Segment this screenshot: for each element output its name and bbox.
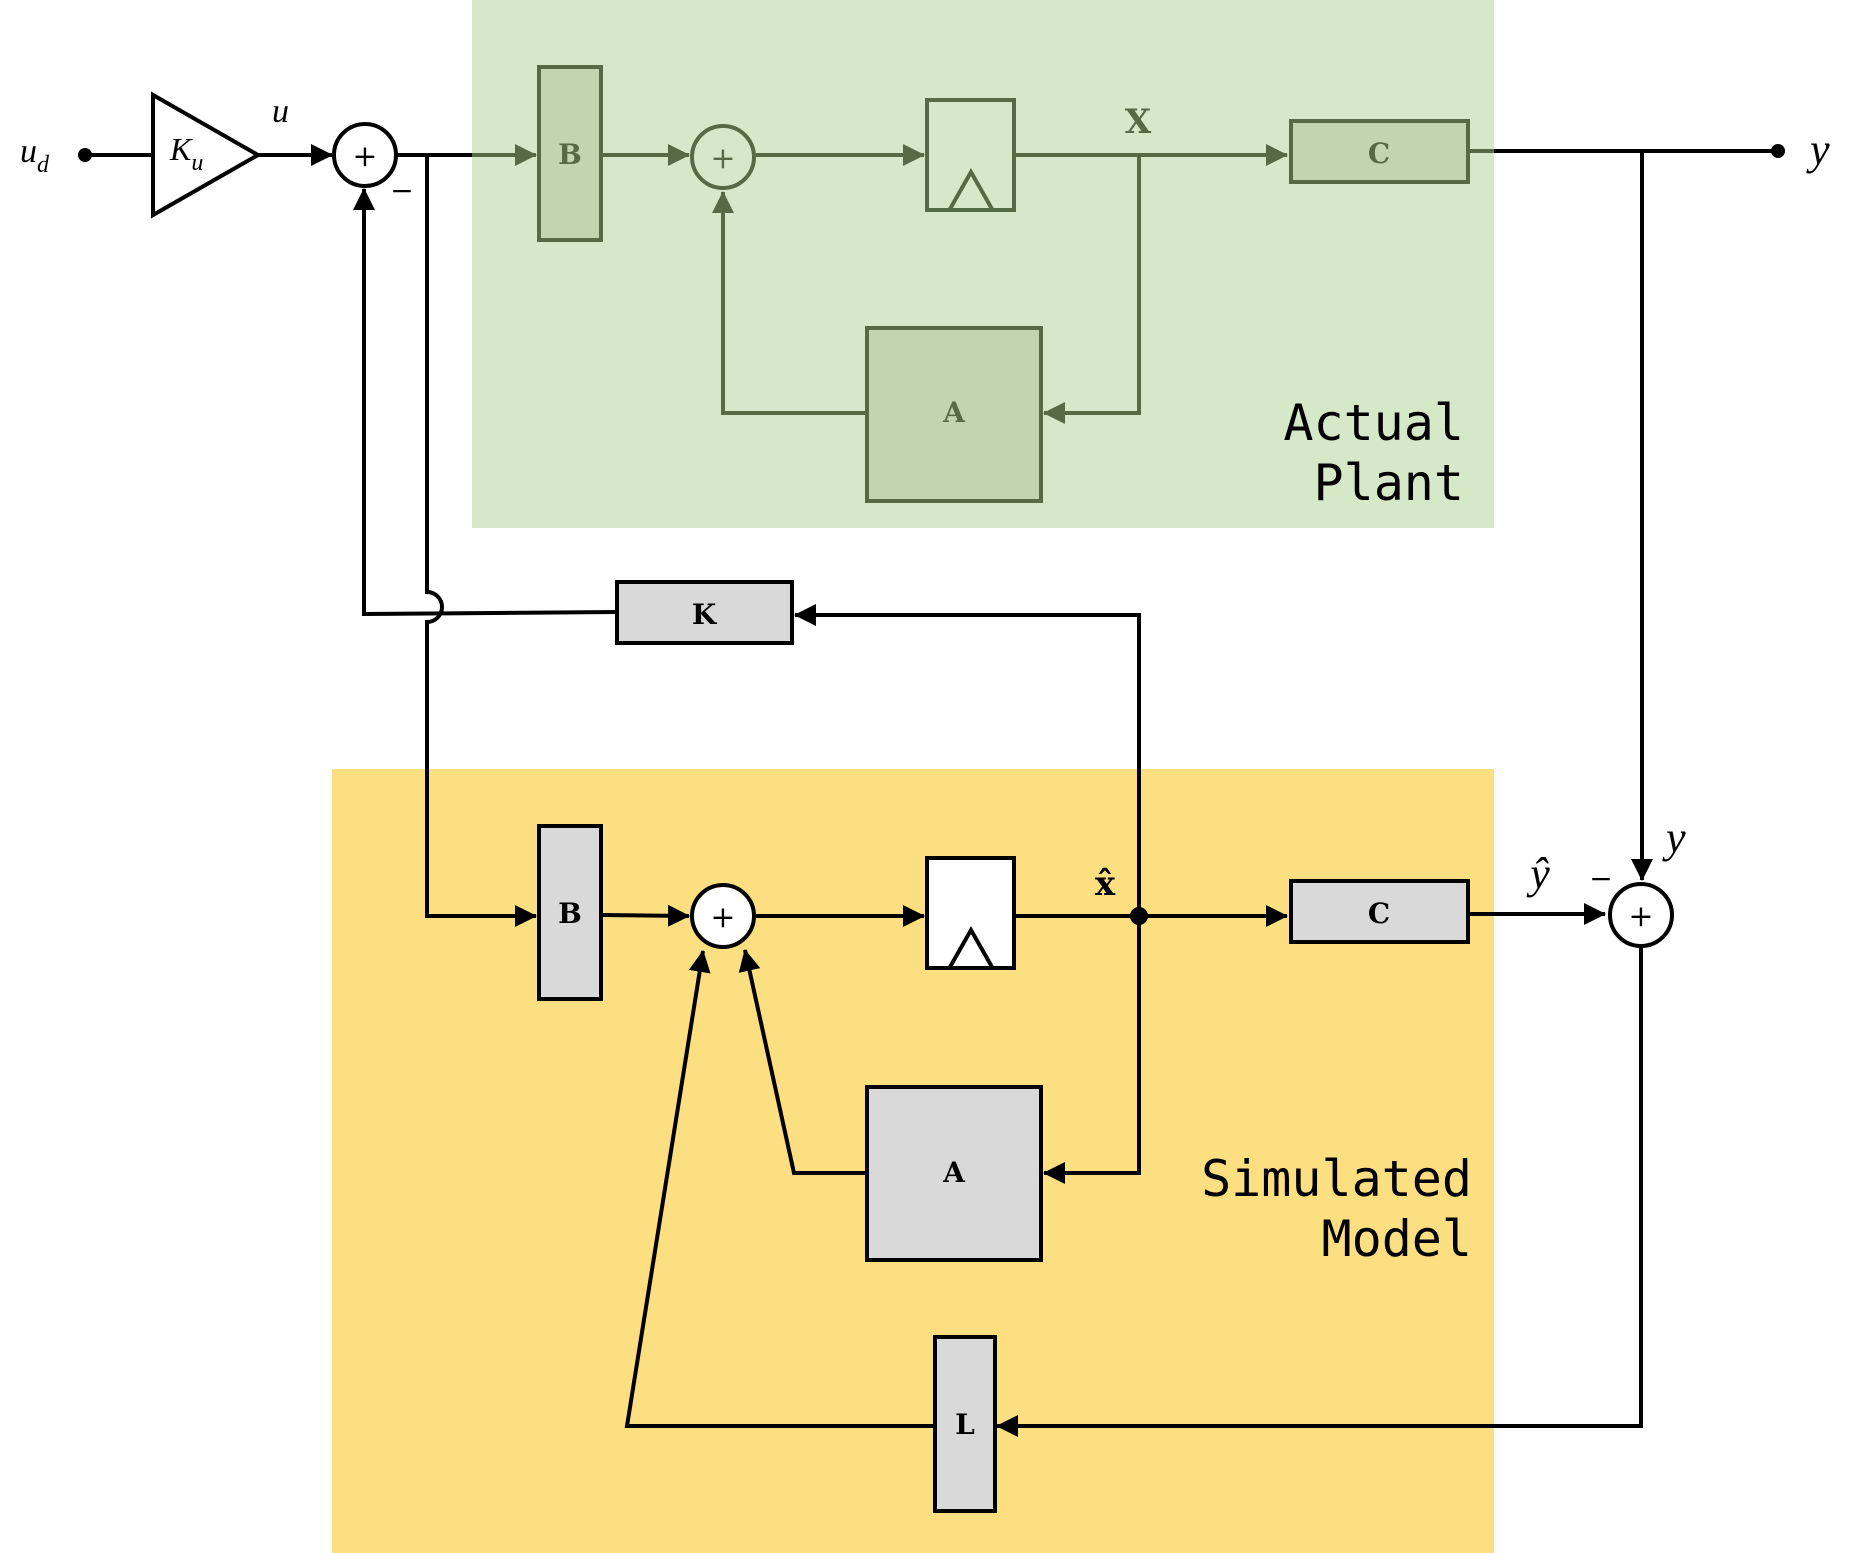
wire-model-b-to-sum — [600, 904, 690, 927]
model-b-label: B — [558, 897, 582, 930]
plant-c-block — [1289, 119, 1470, 184]
model-c-block — [1289, 879, 1470, 944]
plant-c-label: C — [1368, 137, 1390, 170]
model-a-block — [865, 1085, 1043, 1262]
wire-k-to-sum — [353, 188, 618, 617]
model-b-block — [537, 824, 603, 1001]
error-sum-plus: + — [1628, 899, 1653, 934]
wire-u-to-model-b — [425, 155, 537, 927]
sum-top-minus: − — [390, 174, 413, 207]
model-c-label: C — [1368, 897, 1390, 930]
sum-top-plus: + — [352, 139, 377, 174]
k-block — [615, 580, 794, 645]
plant-b-block — [537, 65, 603, 242]
wire-plant-state-to-a — [1043, 155, 1141, 424]
output-label: y — [1806, 125, 1830, 174]
estimate-output-label: ŷ — [1526, 849, 1550, 898]
plant-delay-block — [925, 98, 1016, 212]
model-state-label: x̂ — [1095, 864, 1116, 904]
wire-model-a-to-sum — [738, 949, 867, 1175]
plant-title-line2: Plant — [1313, 454, 1464, 512]
model-a-label: A — [942, 1156, 966, 1189]
output-terminal — [1771, 144, 1785, 158]
wire-l-to-sum — [624, 950, 935, 1428]
l-label: L — [955, 1408, 975, 1441]
error-sum-minus: − — [1589, 862, 1612, 895]
output-right-label: y — [1662, 813, 1686, 862]
model-delay-triangle-icon — [948, 925, 994, 968]
plant-state-label: X — [1125, 102, 1152, 142]
k-label: K — [692, 598, 718, 631]
model-delay-block — [925, 856, 1016, 970]
model-title-line2: Model — [1321, 1210, 1472, 1268]
input-label: ud — [20, 133, 50, 178]
wire-model-state-to-a — [1043, 916, 1141, 1184]
plant-delay-triangle-icon — [948, 167, 994, 210]
plant-sum-plus: + — [710, 141, 735, 176]
l-block — [933, 1335, 997, 1513]
plant-title-line1: Actual — [1283, 394, 1464, 452]
plant-a-block — [865, 326, 1043, 503]
control-label: u — [272, 93, 289, 130]
model-sum-plus: + — [710, 900, 735, 935]
gain-block — [151, 91, 263, 219]
wire-error-to-l — [996, 946, 1643, 1437]
plant-a-label: A — [942, 396, 966, 429]
plant-b-label: B — [558, 138, 582, 171]
wire-xhat-to-k — [794, 604, 1141, 916]
model-title-line1: Simulated — [1201, 1150, 1472, 1208]
wire-plant-a-to-sum — [712, 191, 867, 415]
gain-label: Ku — [169, 131, 203, 176]
